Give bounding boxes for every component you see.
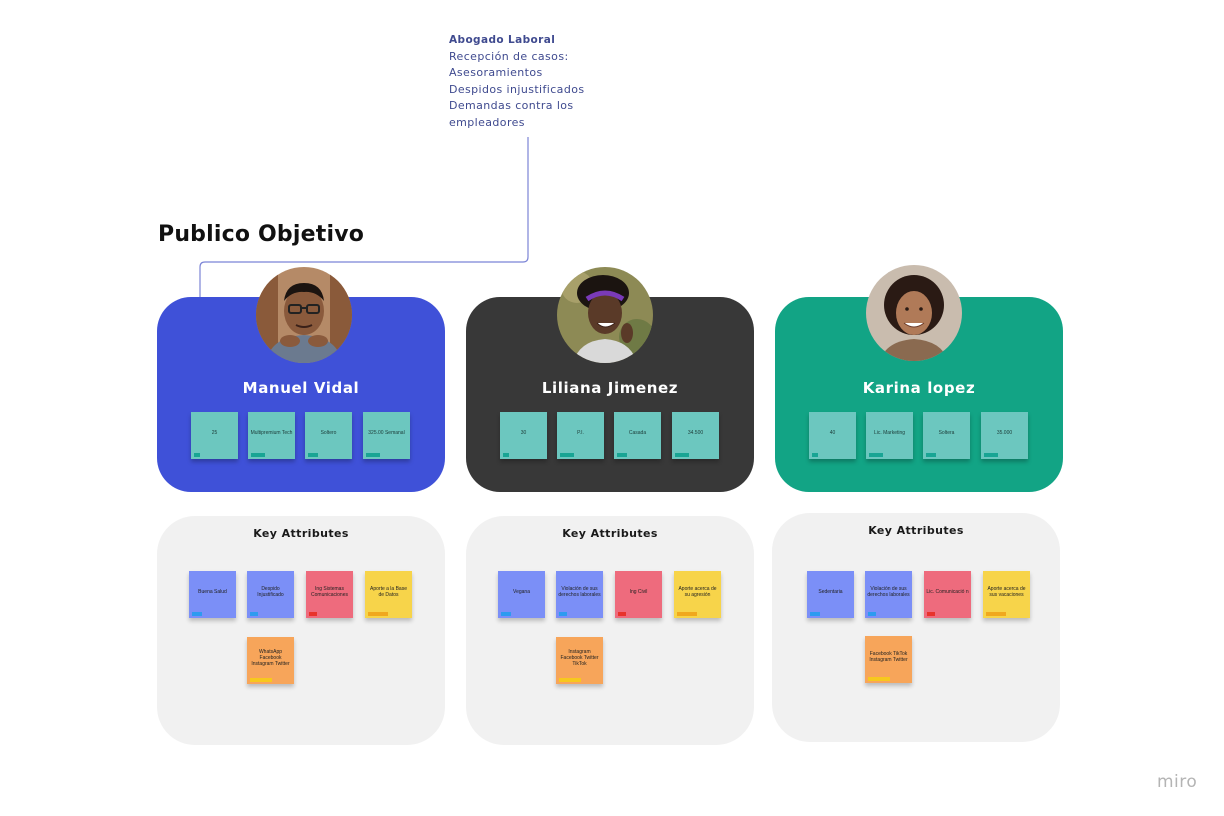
sticky-text: Sedentaria [818,588,843,595]
note-line: Demandas contra los [449,99,574,112]
sticky-text: Aporte acerca de su agresión [678,585,717,598]
note-line: Asesoramientos [449,66,543,79]
sticky-text: Vegana [513,588,530,595]
sticky-note-status[interactable]: Soltero [305,412,352,459]
sticky-text: P.I. [577,429,584,436]
sticky-text: Multipremium Tech [250,429,293,436]
sticky-note-age[interactable]: 25 [191,412,238,459]
sticky-text: Casada [628,429,647,436]
sticky-text: Buena Salud [198,588,227,595]
sticky-text: Despido Injustificado [257,585,284,598]
sticky-note-income[interactable]: 34.500 [672,412,719,459]
sticky-note[interactable]: Instagram Facebook Twitter TikTok [556,637,603,684]
sticky-text: Lic. Comunicació n [926,588,969,595]
sticky-note[interactable]: Despido Injustificado [247,571,294,618]
sticky-note[interactable]: Aporte a la Base de Datos [365,571,412,618]
key-attributes-title: Key Attributes [253,527,349,540]
note-line: empleadores [449,115,525,129]
sticky-text: Lic. Marketing [873,429,906,436]
sticky-text: Facebook TikTok Instagram Twitter [869,650,908,663]
sticky-text: 40 [829,429,836,436]
sticky-note[interactable]: Ing Civil [615,571,662,618]
avatar-karina [866,265,962,361]
sticky-note[interactable]: WhatsApp Facebook Instagram Twitter [247,637,294,684]
avatar-liliana [557,267,653,363]
sticky-note[interactable]: Aporte acerca de sus vacaciones [983,571,1030,618]
sticky-text: Ing Civil [629,588,648,595]
key-attributes-title: Key Attributes [562,527,658,540]
sticky-note-work[interactable]: Multipremium Tech [248,412,295,459]
sticky-text: Ing Sistemas Comunicaciones [311,585,348,598]
key-attributes-card-2[interactable]: Key Attributes Vegana Violación de sus d… [466,516,754,745]
sticky-text: 25 [211,429,218,436]
sticky-text: Aporte a la Base de Datos [370,585,407,598]
sticky-note-age[interactable]: 30 [500,412,547,459]
sticky-note-status[interactable]: Casada [614,412,661,459]
sticky-text: Aporte acerca de sus vacaciones [987,585,1026,598]
persona-name: Manuel Vidal [242,379,360,397]
sticky-text: Soltero [320,429,337,436]
sticky-note-work[interactable]: Lic. Marketing [866,412,913,459]
key-attributes-title: Key Attributes [868,524,964,537]
persona-name: Liliana Jimenez [541,379,679,397]
miro-logo: miro [1157,772,1198,792]
sticky-text: Violación de sus derechos laborales [867,585,910,598]
avatar-manuel [256,267,352,363]
sticky-note[interactable]: Ing Sistemas Comunicaciones [306,571,353,618]
sticky-text: Violación de sus derechos laborales [558,585,601,598]
note-line: Despidos injustificados [449,82,585,96]
sticky-note[interactable]: Sedentaria [807,571,854,618]
sticky-note[interactable]: Aporte acerca de su agresión [674,571,721,618]
sticky-note-income[interactable]: 35.000 [981,412,1028,459]
persona-card-karina[interactable]: Karina lopez 40 Lic. Marketing Soltera 3… [775,297,1063,492]
sticky-text: Soltera [938,429,955,436]
sticky-note[interactable]: Lic. Comunicació n [924,571,971,618]
sticky-text: 35.000 [996,429,1013,436]
persona-name: Karina lopez [862,379,976,397]
sticky-note[interactable]: Buena Salud [189,571,236,618]
page-title: Publico Objetivo [158,222,365,247]
key-attributes-card-3[interactable]: Key Attributes Sedentaria Violación de s… [772,513,1060,742]
sticky-text: WhatsApp Facebook Instagram Twitter [251,648,290,667]
sticky-note[interactable]: Violación de sus derechos laborales [865,571,912,618]
sticky-note[interactable]: Facebook TikTok Instagram Twitter [865,636,912,683]
note-line: Recepción de casos: [449,49,569,63]
sticky-note[interactable]: Violación de sus derechos laborales [556,571,603,618]
sticky-note-age[interactable]: 40 [809,412,856,459]
sticky-note-work[interactable]: P.I. [557,412,604,459]
sticky-note[interactable]: Vegana [498,571,545,618]
sticky-text: 34.500 [687,429,704,436]
text-note[interactable]: Abogado Laboral Recepción de casos: Ases… [449,32,609,131]
sticky-text: 30 [520,429,527,436]
sticky-text: Instagram Facebook Twitter TikTok [560,648,599,667]
sticky-text: 325.00 Semanal [368,429,405,436]
sticky-note-income[interactable]: 325.00 Semanal [363,412,410,459]
note-title: Abogado Laboral [449,34,556,46]
key-attributes-card-1[interactable]: Key Attributes Buena Salud Despido Injus… [157,516,445,745]
sticky-note-status[interactable]: Soltera [923,412,970,459]
